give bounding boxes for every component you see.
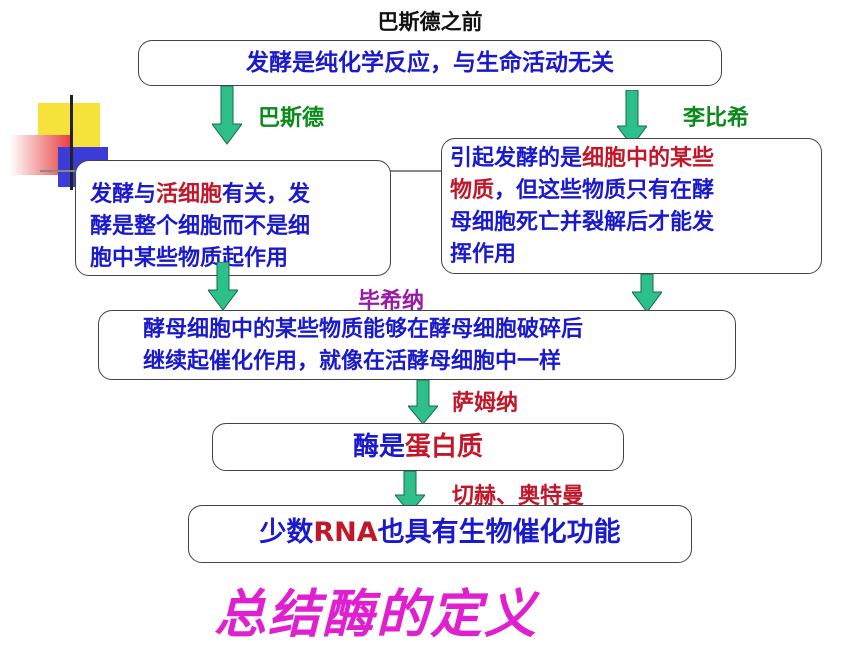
- label-liebig: 李比希: [683, 106, 750, 131]
- arrow-down-right-to-mid: [632, 274, 662, 313]
- box-liebig-view: 引起发酵的是细胞中的某些 物质，但这些物质只有在酵 母细胞死亡并裂解后才能发 挥…: [441, 138, 822, 274]
- summary-heading: 总结酶的定义: [214, 585, 539, 645]
- box-buchner-view: 酵母细胞中的某些物质能够在酵母细胞破碎后 继续起催化作用，就像在活酵母细胞中一样: [98, 310, 736, 380]
- label-buchner: 毕希纳: [358, 289, 425, 314]
- page-title: 巴斯德之前: [377, 10, 483, 34]
- buchner-line-2: 继续起催化作用，就像在活酵母细胞中一样: [143, 349, 562, 374]
- liebig-line-2: 物质，但这些物质只有在酵: [450, 178, 715, 203]
- pasteur-line-3: 胞中某些物质起作用: [90, 246, 289, 271]
- arrow-down-pasteur: [212, 86, 242, 145]
- buchner-line-1: 酵母细胞中的某些物质能够在酵母细胞破碎后: [143, 317, 584, 342]
- box-before-pasteur: 发酵是纯化学反应，与生命活动无关: [138, 40, 722, 86]
- liebig-line-1: 引起发酵的是细胞中的某些: [450, 146, 715, 171]
- label-cech-altman: 切赫、奥特曼: [452, 484, 585, 509]
- arrow-down-liebig: [617, 90, 647, 147]
- pasteur-line-2: 酵是整个细胞而不是细: [90, 214, 311, 239]
- arrow-down-left-to-mid: [208, 262, 238, 311]
- liebig-line-3: 母细胞死亡并裂解后才能发: [450, 210, 715, 235]
- liebig-line-4: 挥作用: [450, 242, 517, 267]
- box-rna-catalysis: 少数RNA也具有生物催化功能: [188, 505, 692, 563]
- label-sumner: 萨姆纳: [452, 391, 519, 416]
- label-pasteur: 巴斯德: [258, 106, 325, 131]
- box-enzyme-protein: 酶是蛋白质: [212, 423, 624, 471]
- decor-vertical-line: [70, 95, 73, 190]
- decor-horizontal-line: [40, 170, 820, 172]
- arrow-down-to-rna: [395, 471, 425, 514]
- pasteur-line-1: 发酵与活细胞有关，发: [90, 182, 311, 207]
- box-before-pasteur-text: 发酵是纯化学反应，与生命活动无关: [246, 50, 614, 76]
- box-pasteur-view: 发酵与活细胞有关，发 酵是整个细胞而不是细 胞中某些物质起作用: [75, 160, 391, 276]
- arrow-down-to-protein: [408, 380, 438, 425]
